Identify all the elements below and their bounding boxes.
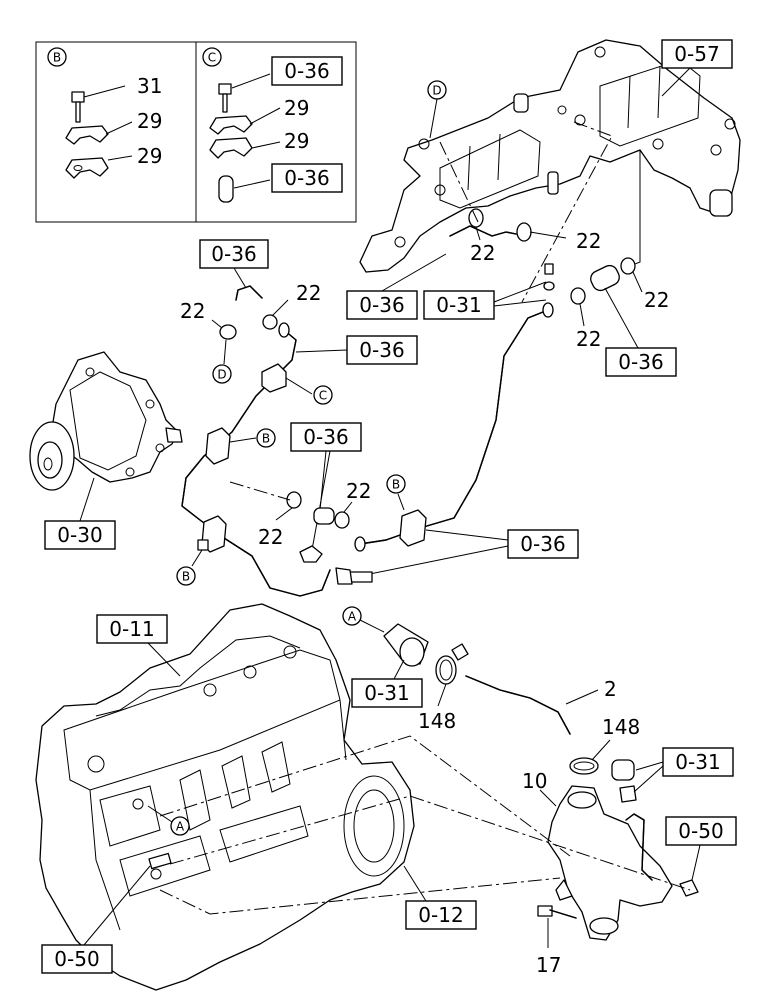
ref-0-31-thermo-box[interactable] [351,678,423,708]
egr-cooler-assembly [359,39,741,273]
clamp-22-egr-right [516,222,532,242]
callout-d-egr: D [432,84,441,98]
ref-0-57: 0-57 [674,42,719,66]
callout-b-right: B [392,478,400,492]
engine-block [35,603,415,991]
ref-0-12-box[interactable] [405,900,477,930]
callout-c-bracket: C [319,389,327,403]
ref-0-36-lower-box[interactable] [507,529,579,559]
part-22-egr-right: 22 [576,229,601,253]
ref-0-57-box[interactable] [661,39,733,69]
inset-b: B 31 29 29 [47,47,162,179]
ref-0-50-right: 0-50 [678,819,723,843]
inset-c-ref-bottom: 0-36 [284,166,329,190]
callout-a-block: A [176,820,185,834]
clamp-22-top-mid [262,314,278,330]
ref-0-31-egr-box[interactable] [423,290,495,320]
clamp-22-mid-left [286,491,302,509]
clamp-22-mid [334,511,350,529]
hose-right [590,264,620,292]
ref-0-36-lower: 0-36 [520,532,565,556]
part-2: 2 [604,677,617,701]
hose-mid [313,507,335,525]
ref-0-36-pipe: 0-36 [359,338,404,362]
clamp-22-far-right [620,257,636,275]
callout-d-clamp: D [217,368,226,382]
ref-0-50-right-box[interactable] [665,816,737,846]
callout-b-lower: B [182,570,190,584]
clamp-148-left [435,643,469,685]
inset-b-part-31: 31 [137,74,162,98]
ref-0-12: 0-12 [418,903,463,927]
ref-0-31-right-box[interactable] [662,747,734,777]
part-22-mid: 22 [346,479,371,503]
inset-b-part-29b: 29 [137,144,162,168]
ref-0-11-box[interactable] [96,614,168,644]
bracket-b-upper [205,427,257,465]
part-10: 10 [522,769,547,793]
part-22-far-right: 22 [644,288,669,312]
ref-0-31-thermo: 0-31 [364,681,409,705]
inset-panel: B 31 29 29 C [35,41,357,223]
part-17: 17 [536,953,561,977]
ref-0-31-egr: 0-31 [436,293,481,317]
ref-0-36-pipe-box[interactable] [346,335,418,365]
ref-0-36-mid: 0-36 [303,425,348,449]
ref-0-50-left: 0-50 [54,947,99,971]
ref-0-36-hose-top-box[interactable] [199,239,269,269]
part-22-top-mid: 22 [296,281,321,305]
bracket-b-lower [191,515,227,567]
inset-b-part-29a: 29 [137,109,162,133]
ref-0-36-right-box[interactable] [605,347,677,377]
bracket-c [261,363,313,395]
ref-0-36-egr: 0-36 [359,293,404,317]
coolant-pipe-main [181,302,554,597]
part-148-right: 148 [602,715,640,739]
inset-c-ref-top: 0-36 [284,59,329,83]
hose-2 [465,675,571,735]
part-22-right-lower: 22 [576,327,601,351]
bolt-17 [537,905,577,919]
clamp-22-top-left [219,324,237,340]
ref-0-36-hose-top: 0-36 [211,242,256,266]
inset-c-letter: C [208,51,216,65]
inset-b-letter: B [53,51,61,65]
connector-a [383,623,429,667]
ref-0-11: 0-11 [109,617,154,641]
inset-c: C 0-36 29 29 0-36 [202,47,343,203]
hose-top [235,285,263,301]
inset-c-part-29a: 29 [284,96,309,120]
callout-b-upper: B [262,432,270,446]
ref-0-50-left-box[interactable] [41,944,113,974]
part-22-mid-left: 22 [258,525,283,549]
part-22-top-left: 22 [180,299,205,323]
inset-c-ref-bottom-box[interactable] [271,163,343,193]
callout-a-connector: A [348,610,357,624]
part-148-left: 148 [418,709,456,733]
inset-c-ref-top-box[interactable] [271,56,343,86]
ref-0-30: 0-30 [57,523,102,547]
clamp-22-right-lower [570,287,586,305]
ref-0-31-right: 0-31 [675,750,720,774]
ref-0-36-mid-box[interactable] [290,422,362,452]
inset-c-part-29b: 29 [284,129,309,153]
ref-0-36-right: 0-36 [618,350,663,374]
bracket-b-right [397,493,427,547]
ref-0-30-box[interactable] [44,520,116,550]
clamp-148-right [569,757,599,775]
water-pump [29,351,183,491]
part-22-egr-center: 22 [470,241,495,265]
